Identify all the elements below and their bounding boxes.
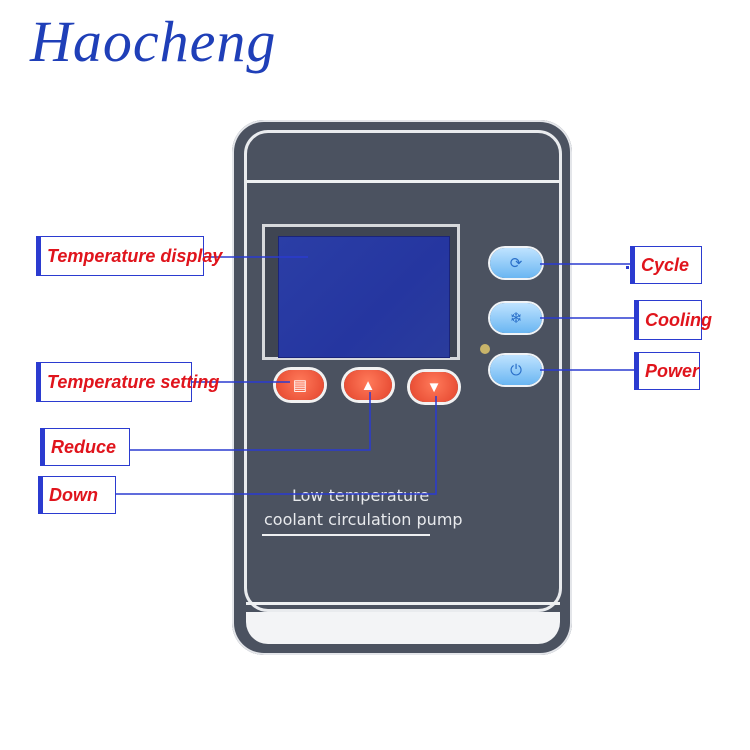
cycle-button[interactable]: ⟳ [490, 248, 542, 278]
panel-title-line2: coolant circulation pump [264, 510, 463, 529]
brand-logo: Haocheng [30, 9, 277, 74]
status-led [480, 344, 490, 354]
set-icon: ▤ [292, 377, 308, 394]
leader-dot [626, 266, 629, 269]
callout-reduce: Reduce [44, 428, 130, 466]
panel-bottom-strip [246, 612, 560, 644]
callout-temperature-setting: Temperature setting [40, 362, 219, 402]
cooling-button[interactable]: ❄ [490, 303, 542, 333]
up-arrow-icon: ▲ [360, 376, 376, 394]
panel-border [244, 130, 562, 612]
snowflake-icon: ❄ [509, 310, 523, 327]
down-arrow-icon: ▼ [426, 378, 442, 396]
callout-power: Power [638, 352, 700, 390]
power-icon: ⏻ [510, 361, 522, 379]
down-button[interactable]: ▼ [410, 372, 458, 402]
panel-title-underline [262, 534, 430, 536]
callout-down: Down [42, 476, 116, 514]
callout-cycle: Cycle [634, 246, 702, 284]
temperature-setting-button[interactable]: ▤ [276, 370, 324, 400]
panel-top-divider [246, 180, 560, 183]
cycle-icon: ⟳ [509, 255, 523, 272]
panel-title-line1: Low temperature [292, 486, 430, 505]
callout-cooling: Cooling [638, 300, 712, 340]
leader-down [116, 396, 437, 495]
callout-temperature-display: Temperature display [40, 236, 222, 276]
leader-reduce [130, 392, 371, 451]
reduce-button[interactable]: ▲ [344, 370, 392, 400]
power-button[interactable]: ⏻ [490, 355, 542, 385]
panel-bottom-divider [246, 602, 560, 605]
